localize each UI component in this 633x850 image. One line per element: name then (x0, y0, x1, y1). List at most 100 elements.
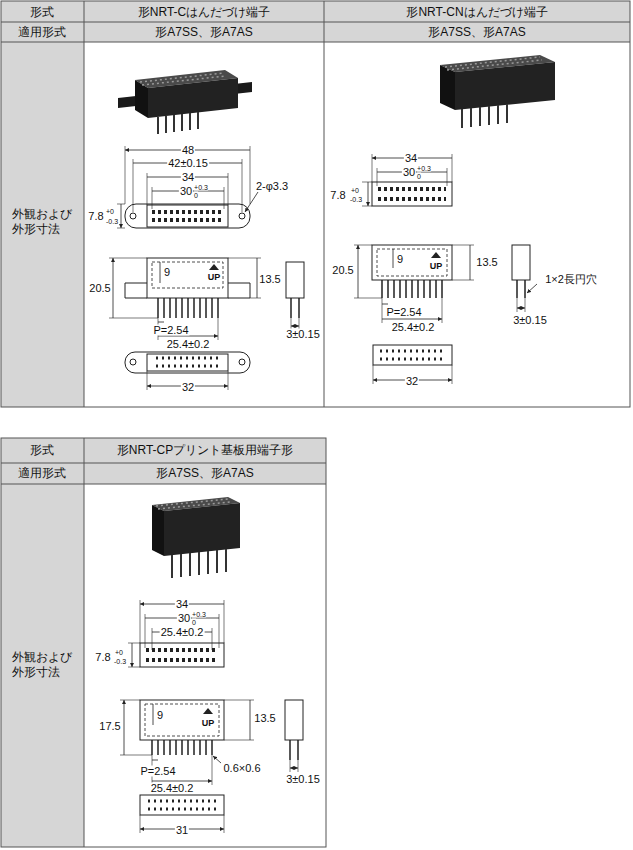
leader-line (527, 284, 537, 293)
socket-photo-side (135, 80, 148, 118)
bottom-view-outline (125, 352, 250, 373)
extension-line (109, 258, 261, 340)
mounting-hole (130, 359, 136, 365)
tolerance-label: -0.3 (350, 196, 362, 203)
dimension-line (113, 258, 257, 336)
tolerance-label: 0 (194, 192, 198, 199)
dimension-label: 17.5 (98, 721, 121, 732)
table-frame (1, 438, 326, 847)
direction-mark: UP (208, 273, 221, 282)
tolerance-label: +0.3 (194, 184, 208, 191)
contact-slots (152, 212, 224, 220)
table-rule (1, 438, 326, 847)
table-cell-text: 形式 (30, 6, 54, 18)
dimension-line (121, 150, 250, 228)
dimension-label: 7.8 (329, 190, 346, 201)
up-arrow (203, 708, 213, 714)
extension-line (128, 600, 224, 667)
dimension-label: 25.4±0.2 (391, 322, 436, 333)
dimension-label: P=2.54 (385, 307, 422, 318)
dimension-label: 32 (181, 382, 195, 393)
front-view-flange (125, 283, 250, 298)
dimension-line (368, 158, 452, 206)
dimension-label: 9 (156, 710, 164, 721)
tolerance-label: +0 (115, 649, 123, 656)
mounting-hole (239, 213, 245, 219)
pin-pattern (380, 351, 446, 359)
dimension-label: 13.5 (258, 274, 281, 285)
socket-photo-front (164, 503, 240, 556)
tolerance-label: 0 (417, 173, 421, 180)
dimension-label: 25.4±0.2 (150, 783, 195, 794)
table-cell-text: 外観および 外形寸法 (12, 650, 76, 680)
solder-pins (291, 298, 299, 318)
table-cell-text: 形A7SS、形A7AS (428, 26, 525, 38)
dimension-label: 9 (163, 267, 171, 278)
top-view-body (147, 205, 228, 227)
dimension-line (132, 604, 224, 667)
top-view-body (372, 182, 452, 206)
side-view-body (285, 700, 303, 740)
front-view-hidden (145, 704, 219, 736)
table-column-fill (1, 484, 84, 847)
mounting-hole (130, 213, 136, 219)
dimension-label: 2-φ3.3 (255, 181, 289, 192)
pin-pattern (148, 801, 218, 809)
dimension-label: 34 (404, 153, 418, 164)
socket-photo-side (152, 505, 164, 556)
table-column-fill (1, 42, 84, 407)
dimension-label: 48 (181, 145, 195, 156)
dimension-label: 1×2長円穴 (544, 274, 598, 285)
dimension-label: 0.6×0.6 (222, 763, 261, 774)
up-arrow (209, 264, 219, 270)
table-frame (1, 1, 630, 407)
dimension-label: 30 (179, 186, 193, 197)
dimension-label: 7.8 (94, 652, 111, 663)
table-rule (1, 1, 630, 407)
bottom-view-body (147, 354, 228, 371)
tolerance-label: +0.3 (417, 165, 431, 172)
tolerance-label: 0 (192, 619, 196, 626)
table-cell-text: 適用形式 (18, 26, 66, 38)
dimension-label: 3±0.15 (285, 774, 321, 785)
solder-pins (158, 298, 218, 318)
dimension-label: 30 (177, 613, 191, 624)
top-view-body (140, 643, 224, 667)
dimension-label: 9 (396, 254, 404, 265)
leader-line (213, 756, 221, 763)
extension-line (354, 245, 474, 323)
tolerance-label: +0 (351, 187, 359, 194)
front-view-body (147, 258, 228, 298)
table-cell-text: 形式 (30, 444, 54, 456)
side-view-body (286, 262, 304, 298)
tolerance-label: -0.3 (114, 658, 126, 665)
tolerance-label: +0 (106, 208, 114, 215)
mounting-hole (239, 359, 245, 365)
extension-line (517, 298, 525, 312)
socket-photo-contacts (140, 73, 226, 85)
tolerance-label: -0.3 (106, 218, 118, 225)
dimension-label: 34 (175, 599, 189, 610)
front-view-body (372, 245, 452, 280)
side-view-body (512, 245, 530, 280)
extension-line (117, 146, 250, 228)
socket-photo-pins (172, 549, 226, 578)
socket-photo-contacts (445, 57, 542, 70)
table-cell-text: 形NRT-Cはんだづけ端子 (138, 6, 270, 18)
direction-mark: UP (430, 262, 443, 271)
solder-pins (517, 280, 525, 298)
dimension-label: P=2.54 (152, 325, 189, 336)
tolerance-label: +0.3 (192, 611, 206, 618)
socket-photo-pins (462, 104, 507, 128)
extension-line (290, 760, 298, 772)
dimension-label: 3±0.15 (285, 329, 321, 340)
dimension-line (290, 768, 298, 769)
pcb-pins (290, 740, 298, 760)
dimension-label: 34 (181, 172, 195, 183)
bottom-view-body (140, 795, 224, 815)
dimension-line (517, 308, 525, 309)
dimension-label: 7.8 (87, 211, 104, 222)
table-cell-text: 適用形式 (18, 467, 66, 479)
dimension-label: 31 (175, 825, 189, 836)
table-header-fill (1, 438, 326, 484)
